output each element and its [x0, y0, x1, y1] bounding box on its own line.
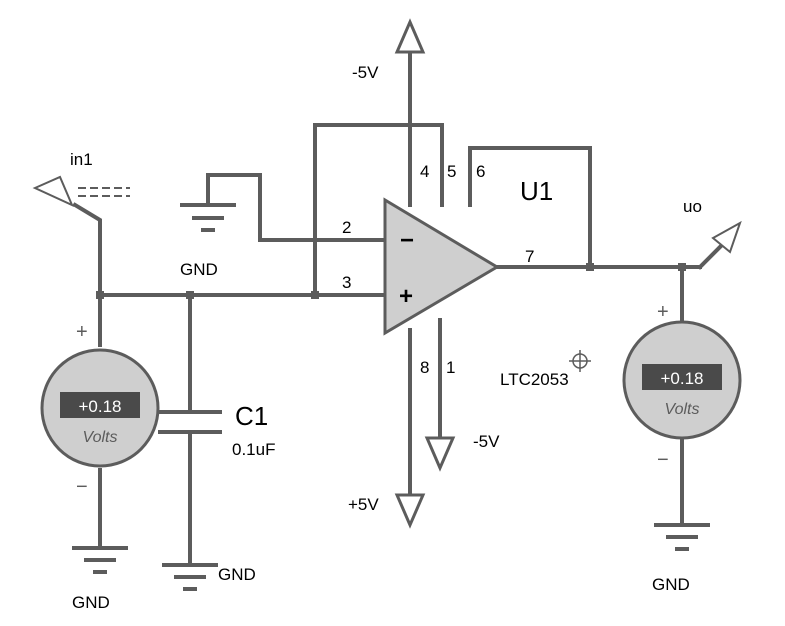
c1-value-label: 0.1uF	[232, 440, 275, 459]
pin-4-label: 4	[420, 162, 429, 181]
pin-1-label: 1	[446, 358, 455, 377]
gnd-label: GND	[218, 565, 256, 584]
meter-plus-sign: +	[76, 321, 88, 343]
pin-7-label: 7	[525, 247, 534, 266]
ground-symbol-right: GND	[652, 523, 710, 594]
in1-probe[interactable]: in1	[32, 150, 130, 207]
meter-value: +0.18	[660, 369, 703, 388]
pin5-loop	[313, 123, 444, 297]
pin-numbers: 2 3 4 5 6 7 8 1	[342, 162, 534, 377]
junction-node	[586, 263, 594, 271]
opamp-u1[interactable]: − + U1 LTC2053	[383, 176, 591, 389]
crosshair-icon	[569, 350, 591, 372]
supply-label: -5V	[352, 63, 379, 82]
supply-top-neg5: -5V	[352, 18, 426, 82]
junction-node	[678, 263, 686, 271]
meter-minus-sign: −	[657, 449, 669, 471]
meter-display	[60, 392, 140, 418]
junctions	[96, 263, 686, 299]
opamp-plus-sign: +	[399, 283, 413, 310]
supply-pos5: +5V	[348, 493, 426, 529]
probe-arrow-icon	[32, 175, 74, 207]
in1-label: in1	[70, 150, 93, 169]
ground-symbol-cap: GND	[162, 563, 256, 591]
u1-label: U1	[520, 176, 553, 206]
meter-plus-sign: +	[657, 301, 669, 323]
meter-unit: Volts	[665, 401, 700, 418]
supply-bottom-neg5: -5V	[424, 432, 500, 472]
voltmeter-right[interactable]: +0.18 Volts + −	[622, 301, 742, 471]
pin2-wire	[206, 173, 392, 242]
meter-minus-sign: −	[76, 476, 88, 498]
uo-probe-lead	[697, 242, 725, 270]
meter-value: +0.18	[78, 397, 121, 416]
opamp-minus-sign: −	[400, 227, 414, 254]
pin-2-label: 2	[342, 218, 351, 237]
gnd-label: GND	[652, 575, 690, 594]
gnd-label: GND	[72, 593, 110, 612]
meter-unit: Volts	[83, 429, 118, 446]
ground-symbol-left: GND	[72, 546, 128, 612]
probe-arrow-icon	[711, 220, 742, 254]
supply-label: -5V	[473, 432, 500, 451]
ground-symbol-ref: GND	[180, 203, 236, 279]
gnd-label: GND	[180, 260, 218, 279]
wires	[72, 48, 725, 567]
supply-arrow-up-icon	[394, 18, 426, 54]
voltmeter-left[interactable]: +0.18 Volts + −	[40, 321, 160, 498]
junction-node	[311, 291, 319, 299]
supply-arrow-down-icon	[394, 493, 426, 529]
uo-probe[interactable]: uo	[683, 197, 742, 254]
part-number-label: LTC2053	[500, 370, 569, 389]
junction-node	[186, 291, 194, 299]
pin-8-label: 8	[420, 358, 429, 377]
supply-label: +5V	[348, 495, 379, 514]
capacitor-c1[interactable]: C1 0.1uF	[158, 401, 275, 459]
pin6-loop	[468, 146, 592, 269]
supply-arrow-down-icon	[424, 436, 456, 472]
junction-node	[96, 291, 104, 299]
pin-3-label: 3	[342, 273, 351, 292]
in1-wire	[72, 202, 102, 347]
pin-5-label: 5	[447, 162, 456, 181]
opamp-triangle-icon	[383, 197, 500, 336]
pin-6-label: 6	[476, 162, 485, 181]
uo-label: uo	[683, 197, 702, 216]
meter-display	[642, 364, 722, 390]
c1-label: C1	[235, 401, 268, 431]
